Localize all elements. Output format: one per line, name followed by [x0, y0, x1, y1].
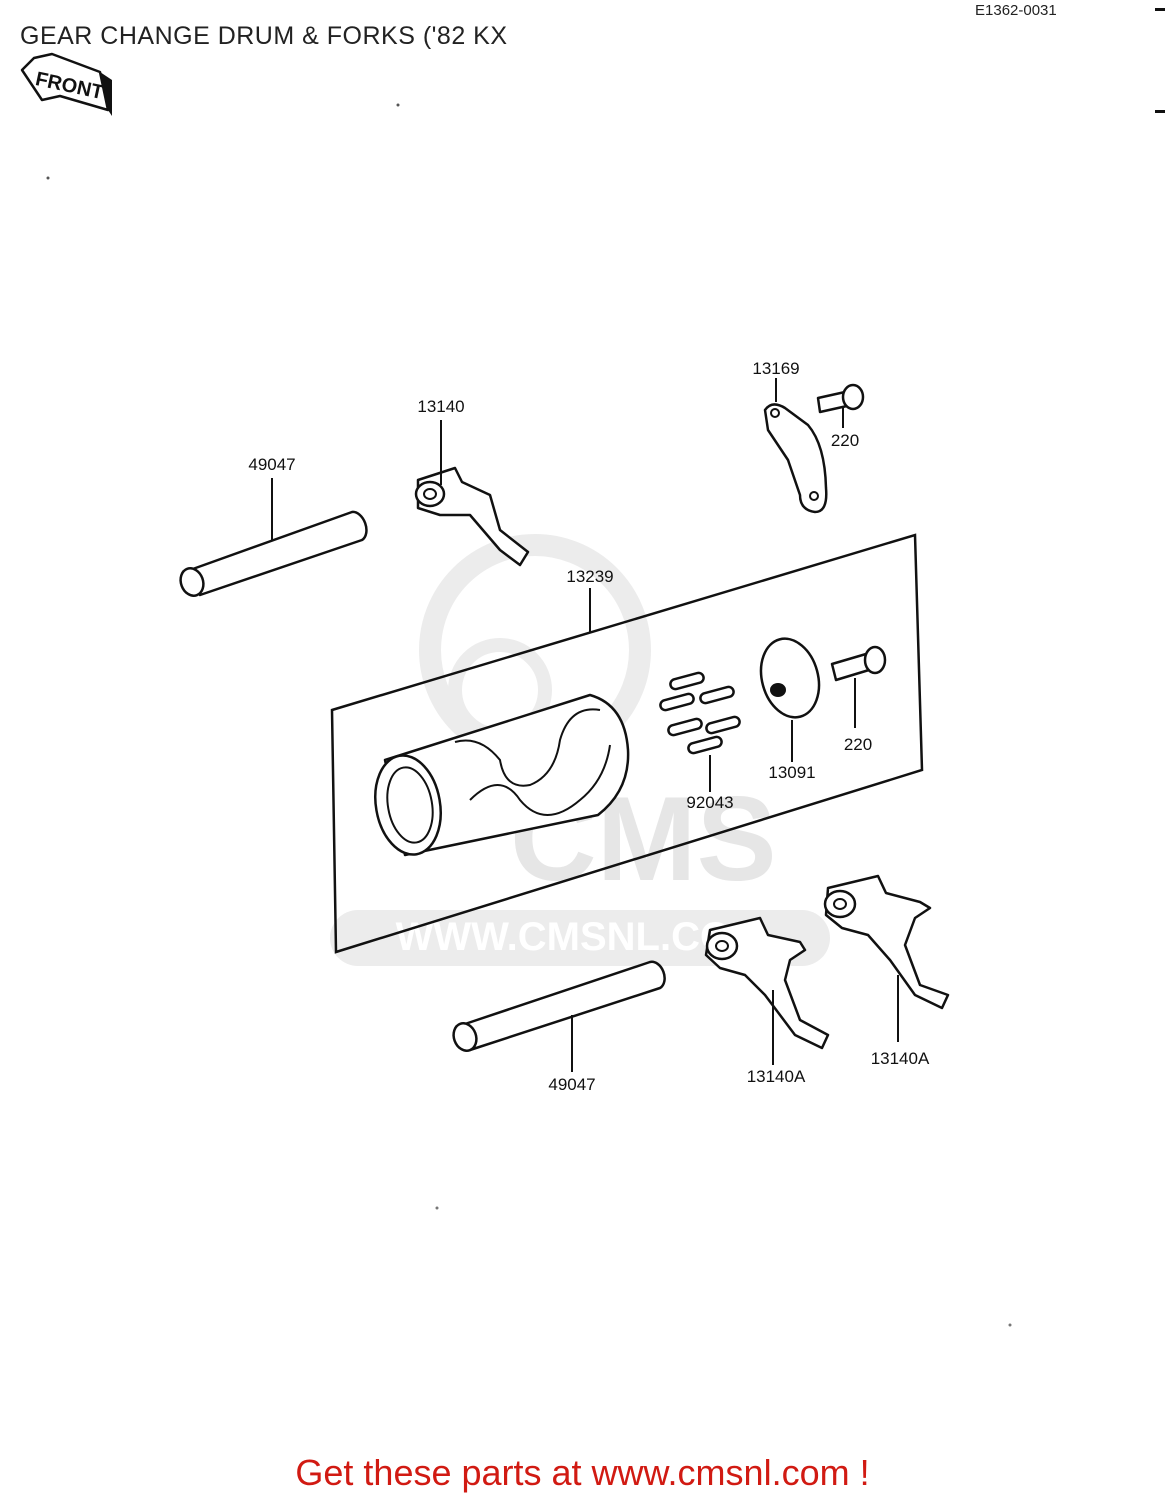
label-plate: 13169	[752, 359, 799, 378]
promo-footer-link[interactable]: Get these parts at www.cmsnl.com !	[295, 1452, 870, 1493]
fork-lower-left	[704, 916, 830, 1050]
label-shaft-lower: 49047	[548, 1075, 595, 1094]
drum	[374, 693, 630, 857]
drum-assembly-frame	[330, 533, 924, 954]
holder	[759, 637, 821, 719]
watermark-url: WWW.CMSNL.COM	[396, 915, 765, 959]
label-drum-assembly: 13239	[566, 567, 613, 586]
scan-speck	[46, 176, 50, 180]
front-arrow-icon: FRONT	[20, 52, 112, 116]
scan-speck	[396, 103, 400, 107]
shaft-lower	[452, 960, 666, 1052]
fork-upper	[414, 466, 530, 567]
plate	[763, 403, 828, 514]
bolt-lower	[830, 645, 887, 682]
edge-mark-top	[1155, 8, 1165, 11]
label-pins: 92043	[686, 793, 733, 812]
label-fork-lower-left: 13140A	[747, 1067, 806, 1086]
page-title: GEAR CHANGE DRUM & FORKS ('82 KX	[20, 22, 508, 50]
label-fork-lower-right: 13140A	[871, 1049, 930, 1068]
bolt-upper	[816, 383, 865, 414]
label-bolt-upper: 220	[831, 431, 859, 450]
label-shaft-upper: 49047	[248, 455, 295, 474]
diagram-code: E1362-0031	[975, 2, 1057, 19]
scan-speck	[435, 1206, 439, 1210]
scan-speck	[1008, 1323, 1012, 1327]
label-bolt-lower: 220	[844, 735, 872, 754]
pins	[659, 671, 741, 755]
cmsnl-watermark: CMS WWW.CMSNL.COM	[330, 534, 830, 966]
edge-mark-bottom	[1155, 110, 1165, 113]
fork-lower-right	[823, 874, 950, 1010]
shaft-upper	[179, 510, 368, 597]
label-holder: 13091	[768, 763, 815, 782]
label-fork-upper: 13140	[417, 397, 464, 416]
